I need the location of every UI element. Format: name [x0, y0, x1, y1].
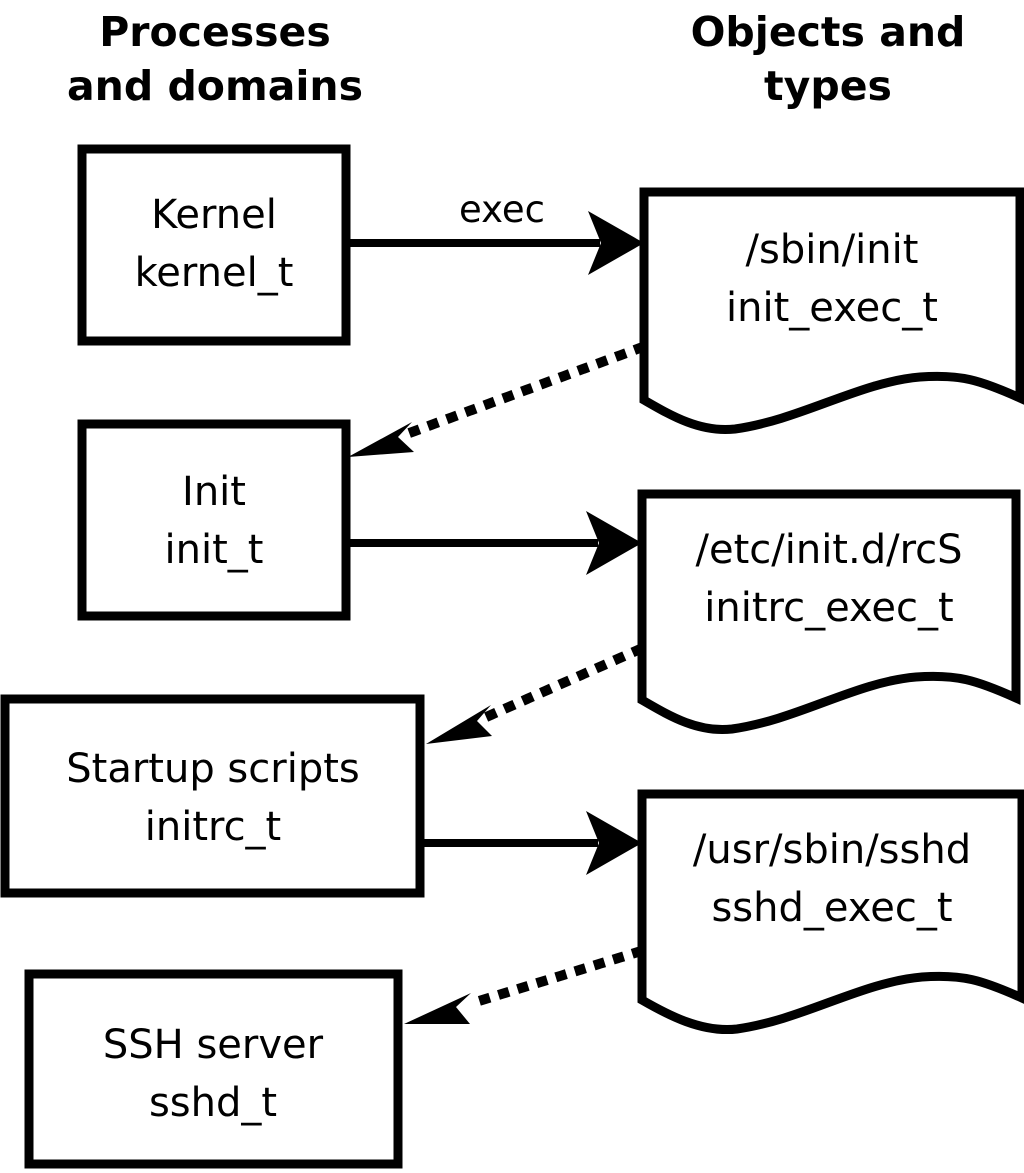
startup-scripts-name-label: Startup scripts [66, 746, 359, 792]
startup-scripts-type-label: initrc_t [145, 804, 282, 850]
usr-sshd-document-shape[interactable] [637, 789, 1024, 1035]
processes-header-line1: Processes [99, 8, 331, 56]
ssh-server-box[interactable] [24, 969, 403, 1169]
process-node-ssh-server[interactable]: SSH server sshd_t [24, 969, 403, 1169]
init-name-label: Init [182, 469, 246, 515]
object-node-sbin-init[interactable]: /sbin/init init_exec_t [639, 187, 1024, 435]
initrc-exec-arrowhead [586, 811, 642, 875]
init-exec-arrowhead [586, 511, 642, 575]
edge-usr-sshd-transition-ssh-server [404, 945, 645, 1024]
kernel-box[interactable] [77, 144, 351, 346]
edge-sbin-init-transition-init [348, 341, 647, 457]
startup-scripts-box[interactable] [0, 694, 425, 898]
usr-sshd-type-label: sshd_exec_t [711, 885, 952, 931]
init-box[interactable] [77, 419, 351, 621]
initrc-transition-dotted-line [477, 643, 645, 725]
edge-init-exec-etc-rcs [346, 511, 642, 575]
edge-startup-scripts-exec-usr-sshd [420, 811, 642, 875]
objects-header-line2: types [764, 62, 892, 110]
kernel-name-label: Kernel [151, 192, 277, 238]
kernel-type-label: kernel_t [135, 250, 294, 296]
ssh-server-type-label: sshd_t [149, 1080, 277, 1126]
usr-sshd-path-label: /usr/sbin/sshd [693, 827, 971, 873]
column-header-objects: Objects and types [691, 8, 966, 110]
edge-kernel-exec-sbin-init: exec [346, 188, 644, 275]
sbin-init-document-shape[interactable] [639, 187, 1024, 435]
sbin-init-path-label: /sbin/init [746, 227, 919, 273]
init-transition-arrowhead [348, 422, 414, 457]
etc-rcs-type-label: initrc_exec_t [704, 585, 953, 631]
init-transition-dotted-line [397, 341, 647, 442]
initrc-transition-arrowhead [426, 705, 492, 744]
edge-label-exec: exec [459, 188, 545, 231]
process-node-init[interactable]: Init init_t [77, 419, 351, 621]
init-type-label: init_t [165, 527, 264, 573]
object-node-etc-rcs[interactable]: /etc/init.d/rcS initrc_exec_t [637, 489, 1021, 735]
process-node-kernel[interactable]: Kernel kernel_t [77, 144, 351, 346]
etc-rcs-path-label: /etc/init.d/rcS [695, 527, 962, 573]
process-node-startup-scripts[interactable]: Startup scripts initrc_t [0, 694, 425, 898]
sbin-init-type-label: init_exec_t [726, 285, 938, 331]
ssh-server-name-label: SSH server [103, 1022, 324, 1068]
column-header-processes: Processes and domains [67, 8, 363, 110]
object-node-usr-sshd[interactable]: /usr/sbin/sshd sshd_exec_t [637, 789, 1024, 1035]
sshd-transition-arrowhead [404, 993, 471, 1024]
objects-header-line1: Objects and [691, 8, 966, 56]
kernel-exec-arrowhead [588, 211, 644, 275]
sshd-transition-dotted-line [459, 945, 645, 1012]
etc-rcs-document-shape[interactable] [637, 489, 1021, 735]
edge-etc-rcs-transition-startup-scripts [426, 643, 645, 744]
processes-header-line2: and domains [67, 62, 363, 110]
